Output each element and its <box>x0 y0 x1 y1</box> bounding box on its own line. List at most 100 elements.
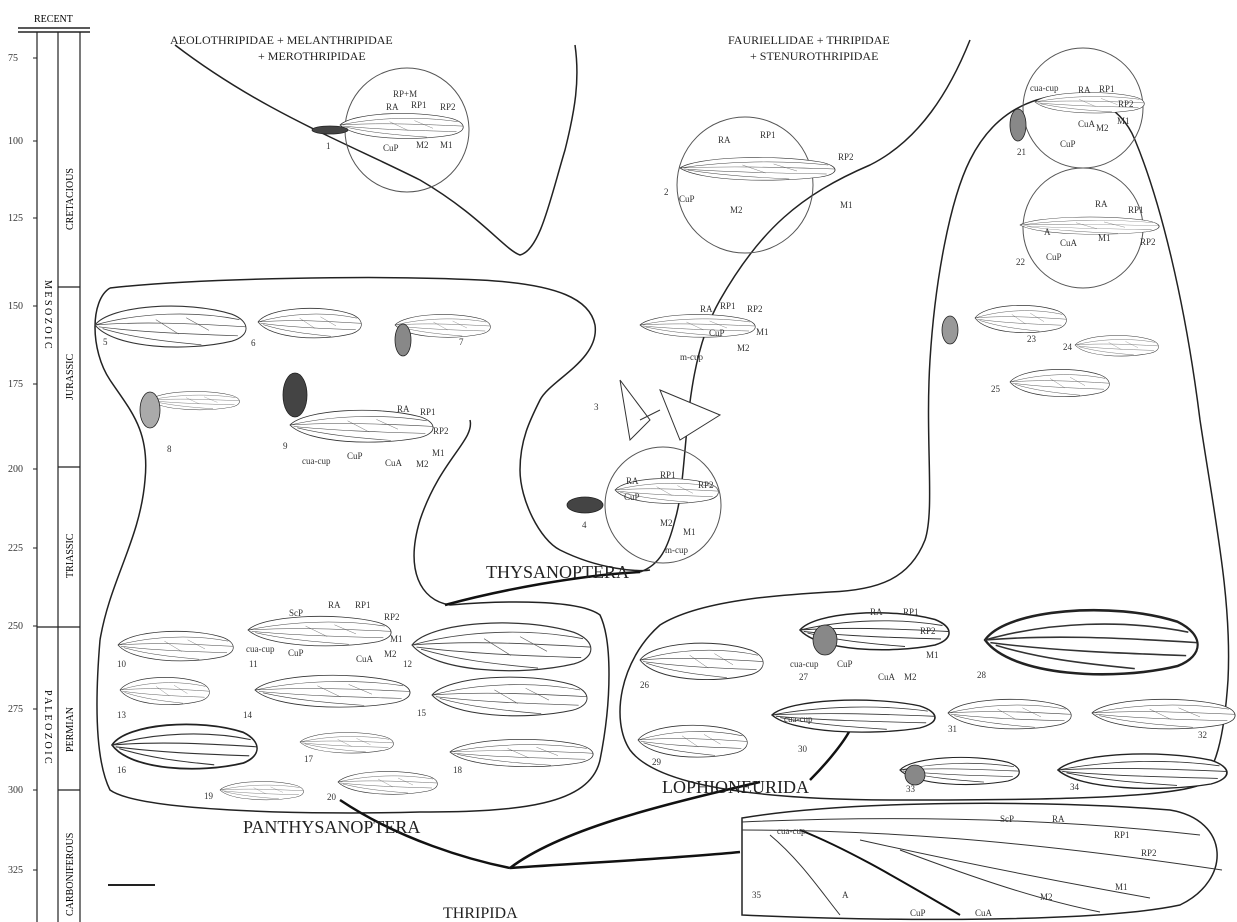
tick-label: 75 <box>8 53 18 64</box>
group-top-left-line2: + MEROTHRIPIDAE <box>258 49 366 63</box>
specimen-number: 34 <box>1070 782 1080 792</box>
vein-label: RA <box>386 102 399 112</box>
vein-label: M2 <box>730 205 743 215</box>
vein-label: RP1 <box>1114 830 1130 840</box>
vein-label: RP2 <box>433 426 449 436</box>
specimen-number: 17 <box>304 754 314 764</box>
vein-label: m-cup <box>665 545 688 555</box>
vein-label: RP1 <box>903 607 919 617</box>
period-triassic: TRIASSIC <box>65 533 76 578</box>
wing-35 <box>742 803 1222 919</box>
specimen-number: 4 <box>582 520 587 530</box>
specimen-number: 29 <box>652 757 662 767</box>
vein-label: M2 <box>737 343 750 353</box>
vein-label: RA <box>718 135 731 145</box>
period-cretacious: CRETACIOUS <box>65 168 76 230</box>
era-paleozoic: P A L E O Z O I C <box>42 690 53 764</box>
vein-label: RP2 <box>440 102 456 112</box>
vein-label: RP2 <box>1140 237 1156 247</box>
vein-label: M2 <box>416 459 429 469</box>
period-carboniferous: CARBONIFEROUS <box>65 833 76 916</box>
tick-label: 325 <box>8 865 23 876</box>
vein-label: M1 <box>1115 882 1128 892</box>
specimen-number: 13 <box>117 710 127 720</box>
tick-label: 150 <box>8 301 23 312</box>
specimen-number: 2 <box>664 187 669 197</box>
recent-label: RECENT <box>34 14 73 25</box>
vein-label: M1 <box>683 527 696 537</box>
vein-label: M1 <box>1117 116 1130 126</box>
specimen-number: 35 <box>752 890 762 900</box>
vein-label: M1 <box>432 448 445 458</box>
specimen-number: 15 <box>417 708 427 718</box>
specimen-number: 20 <box>327 792 337 802</box>
tick-label: 175 <box>8 379 23 390</box>
specimen-number: 14 <box>243 710 253 720</box>
tick-label: 300 <box>8 785 23 796</box>
vein-label: RP1 <box>720 301 736 311</box>
specimen-number: 10 <box>117 659 127 669</box>
specimen-number: 12 <box>403 659 412 669</box>
vein-label: M1 <box>926 650 939 660</box>
vein-label: M1 <box>756 327 769 337</box>
vein-label: RP1 <box>760 130 776 140</box>
vein-label: M1 <box>440 140 453 150</box>
tick-label: 100 <box>8 136 23 147</box>
vein-label: M2 <box>1096 123 1109 133</box>
vein-label: CuP <box>1060 139 1076 149</box>
vein-label: M2 <box>1040 892 1053 902</box>
vein-label: M1 <box>840 200 853 210</box>
vein-label: RA <box>1095 199 1108 209</box>
vein-label: CuP <box>347 451 363 461</box>
specimen-number: 11 <box>249 659 258 669</box>
vein-label: cua-cup <box>302 456 331 466</box>
time-scale: RECENT 75 100 125 150 175 200 225 250 27… <box>8 14 155 922</box>
specimen-number: 24 <box>1063 342 1073 352</box>
specimen-number: 1 <box>326 141 331 151</box>
vein-label: A <box>1044 227 1051 237</box>
clade-lophioneurida: LOPHIONEURIDA <box>662 777 809 797</box>
vein-label: A <box>842 890 849 900</box>
group-top-right-line2: + STENUROTHRIPIDAE <box>750 49 878 63</box>
vein-label: M2 <box>384 649 397 659</box>
specimen-number: 32 <box>1198 730 1207 740</box>
specimen-number: 23 <box>1027 334 1037 344</box>
vein-label: CuP <box>1046 252 1062 262</box>
specimen-number: 26 <box>640 680 650 690</box>
vein-label: cua-cup <box>784 714 813 724</box>
vein-label: CuA <box>356 654 374 664</box>
group-top-right-line1: FAURIELLIDAE + THRIPIDAE <box>728 33 890 47</box>
clade-thysanoptera: THYSANOPTERA <box>486 562 629 582</box>
specimen-number: 21 <box>1017 147 1026 157</box>
specimen-number: 30 <box>798 744 808 754</box>
vein-label: RP2 <box>1141 848 1157 858</box>
vein-label: CuA <box>975 908 993 918</box>
vein-label: M2 <box>660 518 673 528</box>
vein-label: cua-cup <box>1030 83 1059 93</box>
clade-outlines <box>95 40 1229 813</box>
vein-label: ScP <box>1000 814 1014 824</box>
tick-labels: 75 100 125 150 175 200 225 250 275 300 3… <box>8 53 23 876</box>
vein-label: RP1 <box>355 600 371 610</box>
vein-label: RA <box>626 476 639 486</box>
vein-label: CuA <box>1060 238 1078 248</box>
vein-label: RA <box>870 607 883 617</box>
era-mesozoic: M E S O Z O I C <box>42 280 53 349</box>
vein-label: M1 <box>1098 233 1111 243</box>
specimen-number: 7 <box>459 337 464 347</box>
vein-label: CuP <box>383 143 399 153</box>
vein-label: RP1 <box>420 407 436 417</box>
vein-label: RA <box>700 304 713 314</box>
specimen-number: 28 <box>977 670 987 680</box>
vein-label: RP2 <box>747 304 763 314</box>
vein-label: RA <box>1078 85 1091 95</box>
specimen-number: 3 <box>594 402 599 412</box>
vein-label: M1 <box>390 634 403 644</box>
period-permian: PERMIAN <box>65 707 76 752</box>
vein-label: RP1 <box>411 100 427 110</box>
group-top-left-line1: AEOLOTHRIPIDAE + MELANTHRIPIDAE <box>170 33 393 47</box>
specimen-number: 31 <box>948 724 957 734</box>
vein-label: CuA <box>1078 119 1096 129</box>
period-jurassic: JURASSIC <box>65 354 76 400</box>
